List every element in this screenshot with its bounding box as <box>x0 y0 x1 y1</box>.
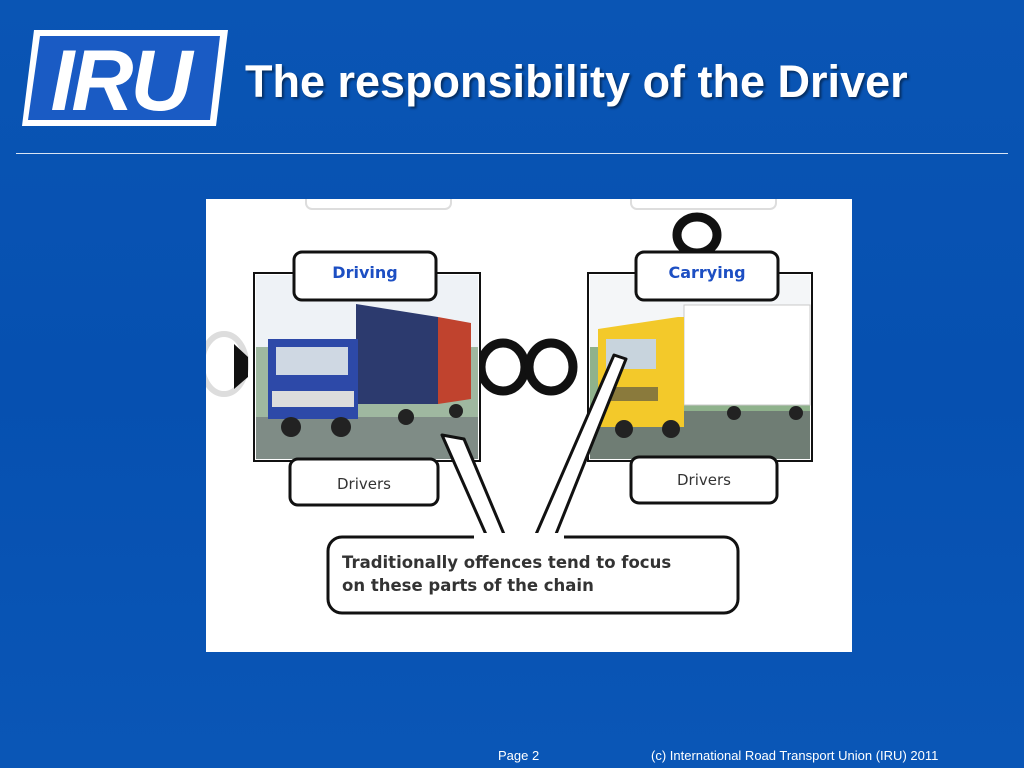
title-divider <box>16 153 1008 154</box>
chain-figure: Driving Drivers Carrying Drivers Traditi… <box>206 199 852 652</box>
driving-heading: Driving <box>332 263 398 282</box>
driving-truck-photo <box>256 275 478 459</box>
page-number: Page 2 <box>498 748 540 763</box>
callout-text: Traditionally offences tend to focus on … <box>342 551 722 597</box>
left-drivers-label: Drivers <box>337 475 391 493</box>
callout-line-2: on these parts of the chain <box>342 576 594 595</box>
iru-logo: IRU <box>20 28 230 129</box>
right-drivers-label: Drivers <box>677 471 731 489</box>
page-title: The responsibility of the Driver <box>245 56 908 107</box>
carrying-heading: Carrying <box>668 263 746 282</box>
callout-line-1: Traditionally offences tend to focus <box>342 553 672 572</box>
copyright-notice: (c) International Road Transport Union (… <box>651 748 939 763</box>
logo-text: IRU <box>50 33 194 128</box>
